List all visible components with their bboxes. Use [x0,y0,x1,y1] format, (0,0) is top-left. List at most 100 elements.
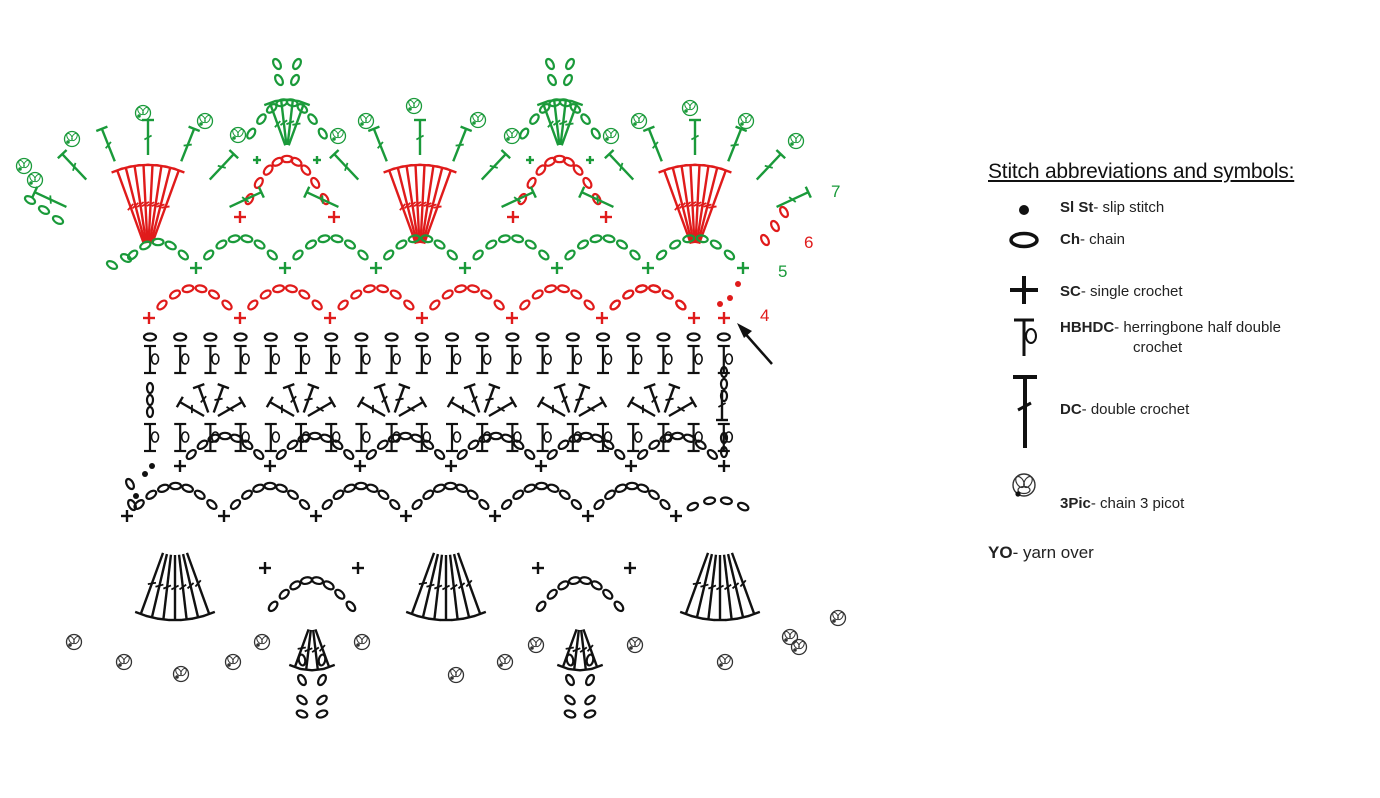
dc-stitch [95,125,116,162]
chain-stitch [686,332,701,342]
chain-stitch [315,709,329,719]
chain-stitch [454,284,468,294]
chain-stitch [519,299,531,311]
chain-stitch [563,709,577,719]
dc-stitch [776,186,812,209]
chain-stitch [466,284,480,294]
chain-stitch [377,489,390,501]
stitch-legend: Stitch abbreviations and symbols: Sl St-… [988,160,1368,518]
picot-stitch [15,157,33,175]
chain-stitch [570,498,583,511]
chain-stitch [389,289,402,300]
sc-stitch [234,312,246,324]
dc-stitch [185,552,216,618]
dc-stitch [208,149,239,181]
dc-stitch [373,382,391,413]
chain-stitch [565,653,575,667]
sc-stitch [532,562,544,574]
dc-stitch [456,552,487,618]
chain-stitch [557,439,570,451]
dc-stitch [716,390,728,422]
chain-stitch [298,498,311,511]
sc-stitch [600,211,612,223]
hbhdc-stitch [385,344,401,375]
chain-stitch [206,499,218,510]
hbhdc-stitch [566,344,583,375]
slip-stitch [727,295,733,301]
hbhdc-stitch [415,422,432,453]
chain-stitch [467,439,480,451]
sc-stitch [143,312,155,324]
dc-stitch [452,553,476,620]
chain-stitch [319,433,333,443]
chain-stitch [604,489,616,501]
chain-stitch [207,289,221,300]
picot-stitch [527,636,545,654]
chain-stitch [613,600,625,613]
dc-stitch [568,629,581,672]
chain-stitch [723,249,736,261]
dc-stitch [578,396,608,418]
chain-stitch [126,249,139,261]
legend-yarn-over: YO- yarn over [988,543,1094,563]
hbhdc-stitch [476,344,492,375]
chain-stitch [562,156,575,167]
picot-stitch [496,653,514,671]
legend-abbr: DC [1060,401,1082,418]
chain-stitch [157,483,170,493]
dc-stitch [553,382,571,413]
chain-stitch [669,239,682,250]
red-rows [111,154,790,324]
chain-stitch [287,489,299,501]
chain-stitch [626,332,641,342]
chain-stitch [203,332,218,342]
hbhdc-stitch [355,344,371,375]
chain-stitch [289,73,301,87]
dc-stitch [626,396,656,418]
chain-stitch [290,156,303,167]
chain-stitch [500,498,513,511]
dc-stitch [679,552,710,618]
chain-stitch [293,332,309,342]
chain-stitch [675,299,687,311]
chain-stitch [716,332,731,342]
legend-desc: - chain [1080,231,1126,248]
legend-abbr: YO [988,543,1013,562]
chain-stitch [227,234,241,244]
picot-stitch [405,97,423,115]
chain-stitch [253,448,265,461]
chain-stitch [569,103,582,114]
chain-stitch [546,588,558,600]
legend-abbr: 3Pic [1060,495,1091,512]
chain-stitch [321,498,333,511]
sc-stitch [328,211,340,223]
chain-stitch [565,332,580,342]
chain-stitch [365,483,379,493]
hbhdc-stitch [144,422,160,453]
dc-stitch [169,555,181,622]
chain-stitch [441,289,454,300]
chain-stitch [719,496,733,506]
chain-stitch [593,498,605,511]
dc-stitch [180,125,201,162]
chain-stitch [585,653,595,667]
row-label-6: 6 [804,233,813,252]
chain-stitch [706,448,719,461]
chain-stitch [177,249,190,261]
dc-stitch [463,382,481,413]
hbhdc-stitch [597,422,613,453]
chain-stitch [480,289,493,300]
chain-stitch [526,176,537,189]
chain-stitch [544,284,558,294]
dc-stitch [642,125,663,162]
legend-desc: - slip stitch [1093,199,1165,216]
chain-stitch [719,431,729,445]
picot-stitch [196,112,214,130]
chain-stitch [590,580,603,591]
chain-stitch [719,377,729,391]
chain-stitch [505,332,520,342]
chain-stitch [656,332,671,342]
legend-title: Stitch abbreviations and symbols: [988,160,1295,183]
hbhdc-stitch [657,422,673,453]
chain-stitch [252,483,265,493]
